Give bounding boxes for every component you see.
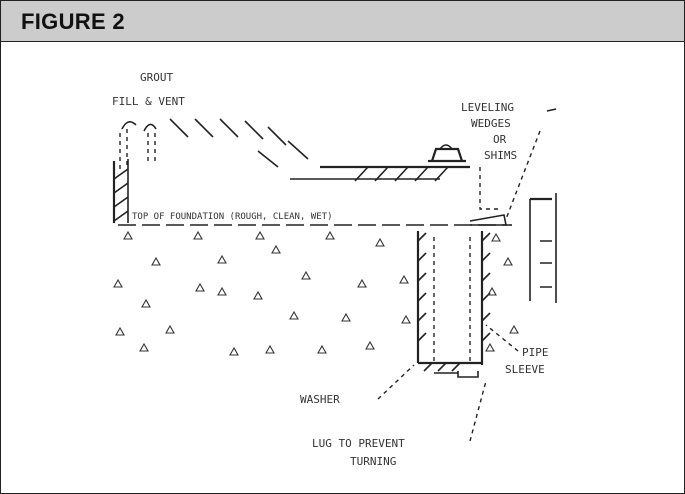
grout-label-line2: FILL & VENT <box>112 95 185 108</box>
leveling-leader <box>505 130 541 220</box>
sleeve-right-hatch <box>481 232 491 342</box>
pipe-sleeve-label-line1: PIPE <box>522 346 549 359</box>
right-edge-walls <box>529 193 557 303</box>
foundation-diagram: GROUT FILL & VENT LEVELING WEDGES OR <box>112 71 557 468</box>
grout-slope-hatch <box>169 118 309 168</box>
right-edge-ticks <box>540 240 552 288</box>
lug-label-line1: LUG TO PREVENT <box>312 437 405 450</box>
grout-vent-tops <box>121 121 157 132</box>
plate-right-edge <box>479 167 500 210</box>
base-plate-hatch <box>354 166 449 182</box>
sleeve-left-hatch <box>417 232 427 342</box>
leveling-wedge <box>469 214 507 226</box>
figure-header: FIGURE 2 <box>1 1 684 42</box>
lug-leader <box>469 380 487 442</box>
leveling-leader-tick <box>546 108 557 112</box>
washer-leader <box>377 364 415 400</box>
washer-hatch <box>423 362 461 372</box>
anchor-nut <box>428 147 466 163</box>
grout-label-line1: GROUT <box>140 71 173 84</box>
anti-rotation-lug <box>434 371 479 378</box>
pipe-sleeve-leader <box>485 324 519 352</box>
anchor-bolt-shaft <box>433 237 471 361</box>
washer-label: WASHER <box>300 393 340 406</box>
grout-vent-pipes <box>119 129 156 171</box>
leveling-label-line2: WEDGES <box>471 117 511 130</box>
leveling-label-line1: LEVELING <box>461 101 514 114</box>
left-form-hatch <box>113 168 129 222</box>
pipe-sleeve-label-line2: SLEEVE <box>505 363 545 376</box>
lug-label-line2: TURNING <box>350 455 396 468</box>
figure-title: FIGURE 2 <box>21 9 125 34</box>
anchor-bolt-top <box>439 144 453 150</box>
foundation-label: TOP OF FOUNDATION (ROUGH, CLEAN, WET) <box>132 212 332 222</box>
concrete-aggregate <box>113 230 519 356</box>
leveling-label-line4: SHIMS <box>484 149 517 162</box>
leveling-label-line3: OR <box>493 133 507 146</box>
